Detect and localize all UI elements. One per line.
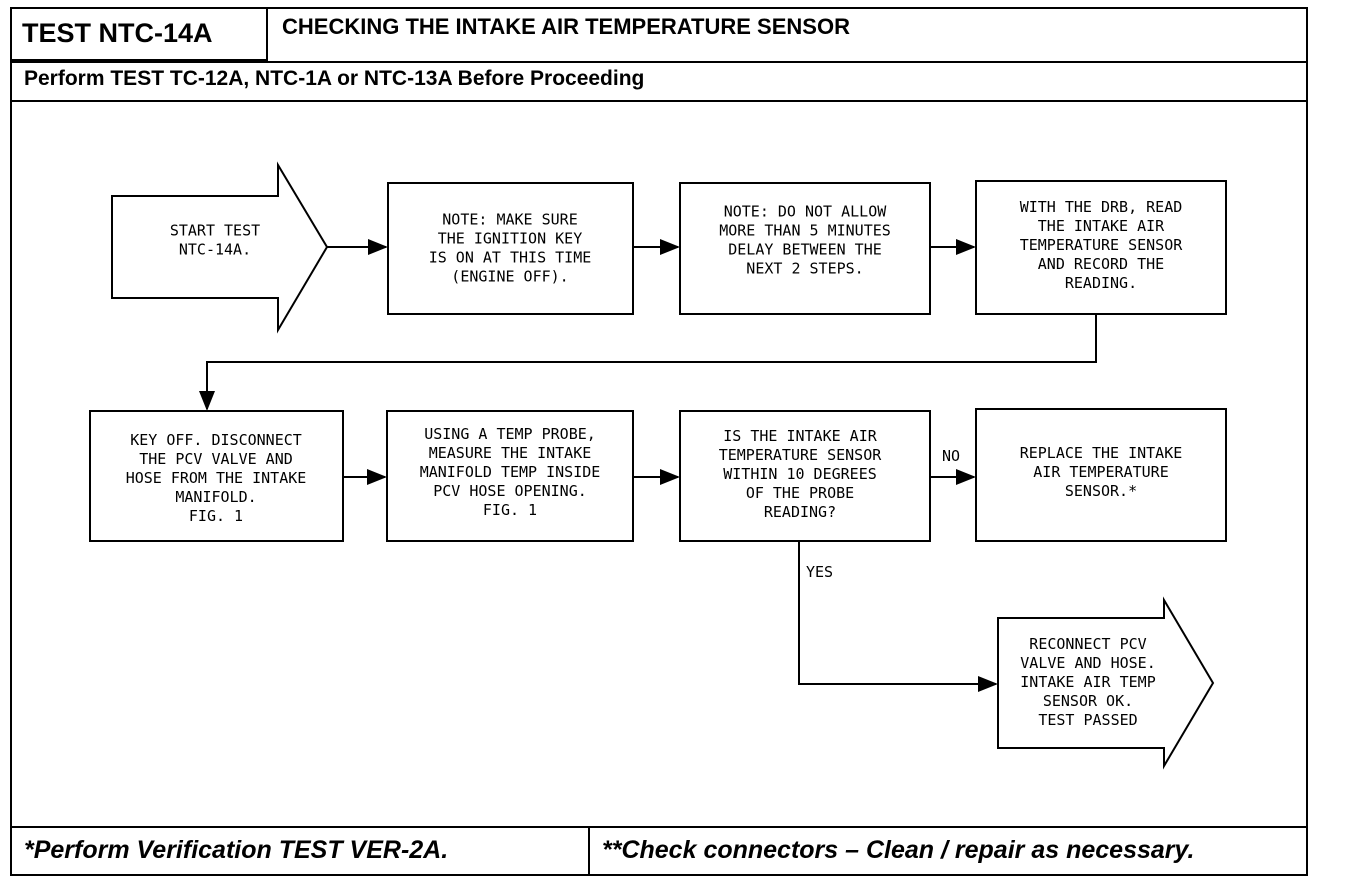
box-text-line: START TEST bbox=[170, 222, 260, 240]
note-ignition-box bbox=[387, 182, 634, 315]
box-text-line: FIG. 1 bbox=[189, 507, 243, 525]
box-text-line: NOTE: MAKE SURE bbox=[442, 211, 577, 229]
box-text-line: REPLACE THE INTAKE bbox=[1020, 444, 1183, 462]
box-text-line: DELAY BETWEEN THE bbox=[728, 241, 882, 259]
box-text-line: THE IGNITION KEY bbox=[438, 230, 583, 248]
box-text-line: PCV HOSE OPENING. bbox=[433, 482, 587, 500]
footer-column-divider bbox=[588, 826, 590, 876]
header-divider bbox=[10, 61, 1308, 63]
read-sensor-box bbox=[975, 180, 1227, 315]
box-text-line: READING? bbox=[764, 503, 836, 521]
box-text-line: MANIFOLD. bbox=[175, 488, 256, 506]
disconnect-box bbox=[89, 410, 344, 542]
box-text-line: RECONNECT PCV bbox=[1029, 635, 1146, 653]
page-title: CHECKING THE INTAKE AIR TEMPERATURE SENS… bbox=[282, 14, 850, 39]
box-text-line: IS THE INTAKE AIR bbox=[723, 427, 877, 445]
page-frame bbox=[10, 7, 1308, 876]
connector-decision-end bbox=[798, 541, 998, 692]
footer-right-note: **Check connectors – Clean / repair as n… bbox=[602, 836, 1195, 864]
box-text-line: VALVE AND HOSE. bbox=[1020, 654, 1155, 672]
box-text-line: (ENGINE OFF). bbox=[451, 268, 568, 286]
measure-box bbox=[386, 410, 634, 542]
subtitle: Perform TEST TC-12A, NTC-1A or NTC-13A B… bbox=[24, 67, 645, 90]
box-text-line: WITH THE DRB, READ bbox=[1020, 198, 1183, 216]
box-text-line: MORE THAN 5 MINUTES bbox=[719, 222, 891, 240]
box-text-line: WITHIN 10 DEGREES bbox=[723, 465, 877, 483]
box-text-line: FIG. 1 bbox=[483, 501, 537, 519]
box-text-line: USING A TEMP PROBE, bbox=[424, 425, 596, 443]
box-text-line: NTC-14A. bbox=[179, 241, 251, 259]
yes-label: YES bbox=[806, 563, 833, 581]
box-text-line: INTAKE AIR TEMP bbox=[1020, 673, 1155, 691]
replace-sensor-box bbox=[975, 408, 1227, 542]
box-text-line: AIR TEMPERATURE bbox=[1033, 463, 1168, 481]
box-text-line: SENSOR OK. bbox=[1043, 692, 1133, 710]
box-text-line: IS ON AT THIS TIME bbox=[429, 249, 592, 267]
box-text-line: AND RECORD THE bbox=[1038, 255, 1164, 273]
test-id: TEST NTC-14A bbox=[10, 7, 268, 61]
box-text-line: READING. bbox=[1065, 274, 1137, 292]
note-delay-box bbox=[679, 182, 931, 315]
box-text-line: SENSOR.* bbox=[1065, 482, 1137, 500]
box-text-line: NOTE: DO NOT ALLOW bbox=[724, 203, 888, 221]
footer-divider bbox=[10, 826, 1308, 828]
box-text-line: OF THE PROBE bbox=[746, 484, 854, 502]
end-arrow-shape bbox=[997, 596, 1215, 770]
box-text-line: KEY OFF. DISCONNECT bbox=[130, 431, 302, 449]
box-text-line: NEXT 2 STEPS. bbox=[746, 260, 863, 278]
box-text-line: THE INTAKE AIR bbox=[1038, 217, 1165, 235]
box-text-line: MEASURE THE INTAKE bbox=[429, 444, 592, 462]
box-text-line: TEST PASSED bbox=[1038, 711, 1137, 729]
connector-read-disconnect bbox=[199, 314, 1097, 411]
box-text-line: TEMPERATURE SENSOR bbox=[1020, 236, 1184, 254]
subtitle-divider bbox=[10, 100, 1308, 102]
box-text-line: THE PCV VALVE AND bbox=[139, 450, 293, 468]
box-text-line: MANIFOLD TEMP INSIDE bbox=[420, 463, 601, 481]
no-label: NO bbox=[942, 447, 960, 465]
start-arrow-shape bbox=[111, 161, 329, 334]
footer-left-note: *Perform Verification TEST VER-2A. bbox=[24, 836, 449, 864]
box-text-line: TEMPERATURE SENSOR bbox=[719, 446, 883, 464]
box-text-line: HOSE FROM THE INTAKE bbox=[126, 469, 307, 487]
